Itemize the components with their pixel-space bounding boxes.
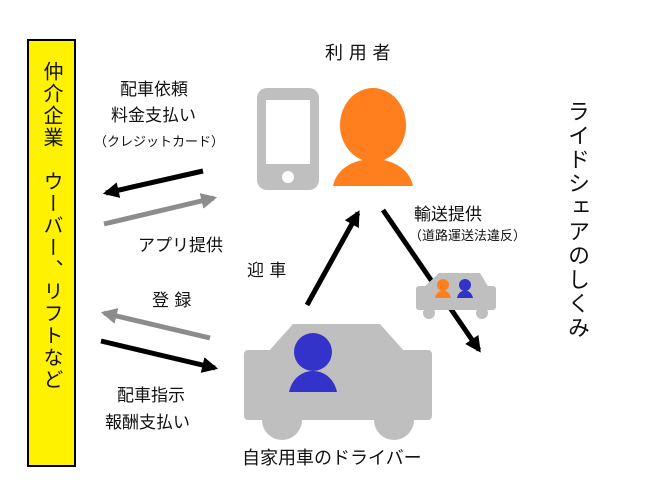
dispatch-instruction-arrow: [100, 338, 219, 373]
reward-payment-label: 報酬支払い: [105, 413, 190, 433]
app-provision-arrow: [103, 193, 218, 227]
driver-car-icon: [244, 324, 432, 440]
driver-label: 自家用車のドライバー: [242, 448, 422, 469]
smartphone-icon: [257, 88, 319, 190]
pickup-label: 迎 車: [247, 261, 287, 281]
small-car-icon: [416, 273, 496, 319]
pickup-arrow: [304, 210, 361, 307]
dispatch-request-label: 配車依頼: [120, 80, 188, 100]
company-box: 仲介企業 ウーバー、リフトなど: [27, 39, 76, 467]
transport-arrow: [380, 208, 482, 353]
dispatch-request-arrow: [102, 168, 204, 198]
registration-label: 登 録: [152, 291, 192, 311]
dispatch-instruction-label: 配車指示: [117, 386, 185, 406]
user-label: 利 用 者: [325, 43, 391, 64]
company-label: 仲介企業 ウーバー、リフトなど: [40, 61, 64, 391]
law-note-label: （道路運送法違反）: [409, 229, 527, 244]
card-note-label: （クレジットカード）: [94, 135, 225, 150]
diagram-title: ライドシェアのしくみ: [564, 100, 589, 340]
user-person-icon: [333, 88, 413, 186]
transport-label: 輸送提供: [414, 205, 482, 225]
fare-payment-label: 料金支払い: [111, 106, 196, 126]
app-provision-label: アプリ提供: [138, 236, 223, 256]
registration-arrow: [100, 308, 211, 341]
